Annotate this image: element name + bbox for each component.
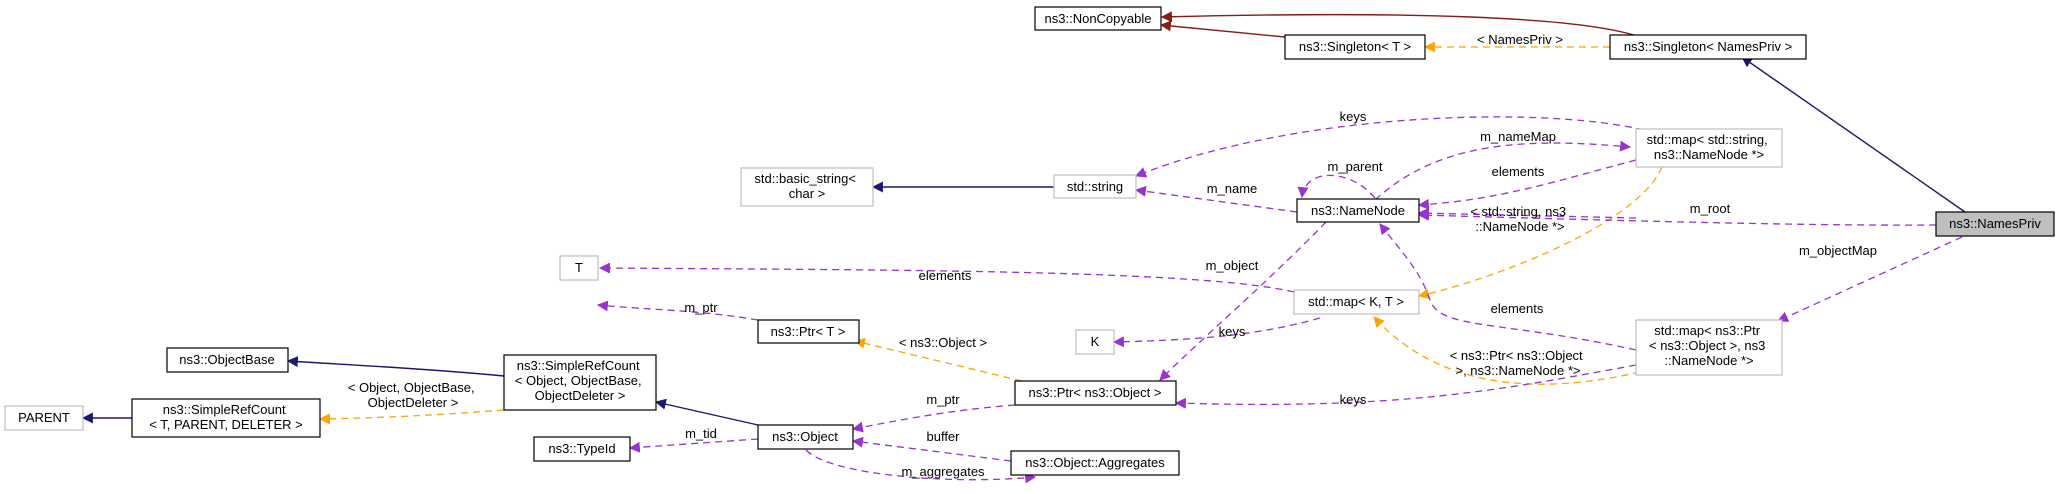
edge-label-ptr-object-tmpl: < ns3::Ptr< ns3::Object >, ns3::NameNode… bbox=[1450, 348, 1587, 378]
edge-label-buffer: buffer bbox=[926, 429, 960, 444]
svg-text:ns3::SimpleRefCount <: ns3::SimpleRefCount < Object, ObjectBase… bbox=[515, 358, 645, 403]
node-simplerefcount-t[interactable]: ns3::SimpleRefCount < T, PARENT, DELETER… bbox=[131, 398, 321, 438]
edge-label-m-name: m_name bbox=[1207, 181, 1258, 196]
edge-label-elements-lower: elements bbox=[1491, 301, 1544, 316]
svg-text:std::map< ns3::Ptr < n: std::map< ns3::Ptr < ns3::Object >, ns3 … bbox=[1649, 323, 1769, 368]
svg-text:ns3::Singleton< NamesPriv >: ns3::Singleton< NamesPriv > bbox=[1624, 39, 1792, 54]
edge-label-m-namemap: m_nameMap bbox=[1480, 129, 1556, 144]
edge-map-ptr-to-namenode bbox=[1417, 207, 1637, 219]
svg-text:std::map< K, T >: std::map< K, T > bbox=[1308, 294, 1404, 309]
svg-text:std::string: std::string bbox=[1067, 179, 1123, 194]
edge-labels: < NamesPriv > keys m_nameMap m_parent el… bbox=[348, 32, 1877, 479]
node-object[interactable]: ns3::Object bbox=[757, 424, 854, 450]
svg-text:ns3::Ptr< T >: ns3::Ptr< T > bbox=[771, 324, 846, 339]
edge-label-keys-top: keys bbox=[1340, 109, 1367, 124]
svg-text:ns3::NonCopyable: ns3::NonCopyable bbox=[1045, 11, 1152, 26]
node-object-aggregates[interactable]: ns3::Object::Aggregates bbox=[1010, 450, 1180, 476]
svg-text:ns3::NameNode: ns3::NameNode bbox=[1311, 203, 1405, 218]
edge-label-m-ptr-object: m_ptr bbox=[926, 392, 960, 407]
svg-text:ns3::SimpleRefCount <: ns3::SimpleRefCount < T, PARENT, DELETER… bbox=[149, 402, 302, 432]
node-ptr-object[interactable]: ns3::Ptr< ns3::Object > bbox=[1014, 380, 1177, 406]
edge-label-srefcount-tmpl: < Object, ObjectBase, ObjectDeleter > bbox=[348, 380, 478, 410]
edge-label-m-tid: m_tid bbox=[685, 426, 717, 441]
edge-m-parent-self bbox=[1297, 174, 1376, 199]
edge-elements-to-t bbox=[598, 262, 1295, 293]
edge-namespriv-to-namenode bbox=[1417, 209, 1937, 226]
edge-elements-map-ptr-to-namenode bbox=[1379, 223, 1637, 351]
edge-label-keys-k: keys bbox=[1219, 324, 1246, 339]
edge-simplerefcount-obj-to-objectbase bbox=[286, 356, 505, 377]
edge-label-elements-right: elements bbox=[1492, 164, 1545, 179]
node-std-string[interactable]: std::string bbox=[1053, 174, 1137, 199]
node-parent[interactable]: PARENT bbox=[4, 405, 84, 431]
node-namenode[interactable]: ns3::NameNode bbox=[1296, 198, 1420, 223]
edges bbox=[81, 11, 1966, 484]
node-k[interactable]: K bbox=[1075, 329, 1115, 355]
svg-text:ns3::TypeId: ns3::TypeId bbox=[548, 441, 615, 456]
svg-text:ns3::Ptr< ns3::Object >: ns3::Ptr< ns3::Object > bbox=[1029, 385, 1162, 400]
nodes: ns3::NonCopyable ns3::Singleton< T > ns3… bbox=[4, 6, 2055, 476]
edge-label-m-aggregates: m_aggregates bbox=[901, 464, 985, 479]
svg-text:ns3::Object: ns3::Object bbox=[772, 429, 838, 444]
node-map-k-t[interactable]: std::map< K, T > bbox=[1293, 289, 1420, 315]
edge-label-string-namenode-tmpl: < std::string, ns3 ::NameNode *> bbox=[1470, 204, 1569, 234]
edge-label-elements-left: elements bbox=[919, 268, 972, 283]
edge-keys-map-to-k bbox=[1112, 317, 1321, 348]
edge-singleton-t-to-noncopyable bbox=[1159, 20, 1286, 38]
edge-label-m-root: m_root bbox=[1690, 201, 1731, 216]
edge-m-tid-to-typeid bbox=[628, 438, 759, 453]
node-namespriv[interactable]: ns3::NamesPriv bbox=[1935, 211, 2055, 237]
svg-text:ns3::ObjectBase: ns3::ObjectBase bbox=[179, 352, 274, 367]
edge-label-object-tmpl: < ns3::Object > bbox=[899, 335, 987, 350]
edge-namespriv-to-singleton-names bbox=[1741, 56, 1966, 213]
edge-namenode-to-string bbox=[1134, 185, 1298, 213]
edge-ptr-t-to-ptr-object bbox=[853, 337, 1023, 382]
svg-text:std::map< std::string,: std::map< std::string, ns3::NameNode *> bbox=[1647, 132, 1772, 162]
svg-text:T: T bbox=[575, 260, 583, 275]
node-objectbase[interactable]: ns3::ObjectBase bbox=[166, 347, 289, 373]
edge-map-k-t-to-map-ptr-object bbox=[1373, 316, 1641, 385]
edge-keys-map-to-string bbox=[1134, 116, 1656, 178]
edge-namenode-to-map-string bbox=[1374, 140, 1632, 201]
node-map-string-namenode[interactable]: std::map< std::string, ns3::NameNode *> bbox=[1635, 128, 1783, 168]
edge-m-object-namenode-to-ptr-object bbox=[1159, 221, 1327, 381]
edge-singleton-names-to-noncopyable bbox=[1160, 11, 1641, 38]
edge-label-keys-bottom: keys bbox=[1340, 392, 1367, 407]
svg-text:ns3::Singleton< T >: ns3::Singleton< T > bbox=[1299, 39, 1411, 54]
node-noncopyable[interactable]: ns3::NonCopyable bbox=[1034, 6, 1162, 31]
edge-label-names-priv-tmpl: < NamesPriv > bbox=[1477, 32, 1563, 47]
node-t[interactable]: T bbox=[559, 255, 599, 281]
edge-label-m-parent: m_parent bbox=[1328, 159, 1383, 174]
edge-map-string-to-map-k-t bbox=[1417, 166, 1663, 300]
svg-text:ns3::NamesPriv: ns3::NamesPriv bbox=[1949, 216, 2041, 231]
svg-text:ns3::Object::Aggregates: ns3::Object::Aggregates bbox=[1025, 455, 1165, 470]
edge-label-m-object: m_object bbox=[1206, 258, 1259, 273]
edge-m-aggregates-object-to-aggregates bbox=[805, 449, 1037, 484]
edge-namespriv-to-map-ptr bbox=[1776, 236, 1963, 322]
node-typeid[interactable]: ns3::TypeId bbox=[533, 436, 631, 462]
node-simplerefcount-object[interactable]: ns3::SimpleRefCount < Object, ObjectBase… bbox=[503, 354, 657, 411]
edge-keys-map-ptr-to-ptr-object bbox=[1174, 364, 1637, 409]
edge-m-ptr-t-to-t bbox=[596, 300, 759, 321]
edge-m-ptr-object-to-object bbox=[851, 404, 1016, 433]
svg-text:PARENT: PARENT bbox=[18, 410, 70, 425]
edge-simplerefcount-t-to-simplerefcount-obj bbox=[318, 409, 505, 425]
node-singleton-names-priv[interactable]: ns3::Singleton< NamesPriv > bbox=[1609, 34, 1807, 60]
edge-label-m-ptr-t: m_ptr bbox=[684, 300, 718, 315]
edge-label-m-objectmap: m_objectMap bbox=[1799, 243, 1877, 258]
edge-buffer-aggregates-to-object bbox=[851, 436, 1012, 462]
node-singleton-t[interactable]: ns3::Singleton< T > bbox=[1284, 34, 1426, 60]
edge-object-to-simplerefcount-obj bbox=[654, 398, 759, 426]
node-ptr-t[interactable]: ns3::Ptr< T > bbox=[757, 319, 860, 344]
node-basic-string[interactable]: std::basic_string< char > bbox=[740, 167, 874, 207]
node-map-ptr-object-namenode[interactable]: std::map< ns3::Ptr < ns3::Object >, ns3 … bbox=[1635, 319, 1783, 376]
svg-text:std::basic_string< cha: std::basic_string< char > bbox=[754, 171, 859, 201]
edge-elements-map-to-namenode bbox=[1417, 159, 1637, 210]
svg-text:K: K bbox=[1091, 334, 1100, 349]
